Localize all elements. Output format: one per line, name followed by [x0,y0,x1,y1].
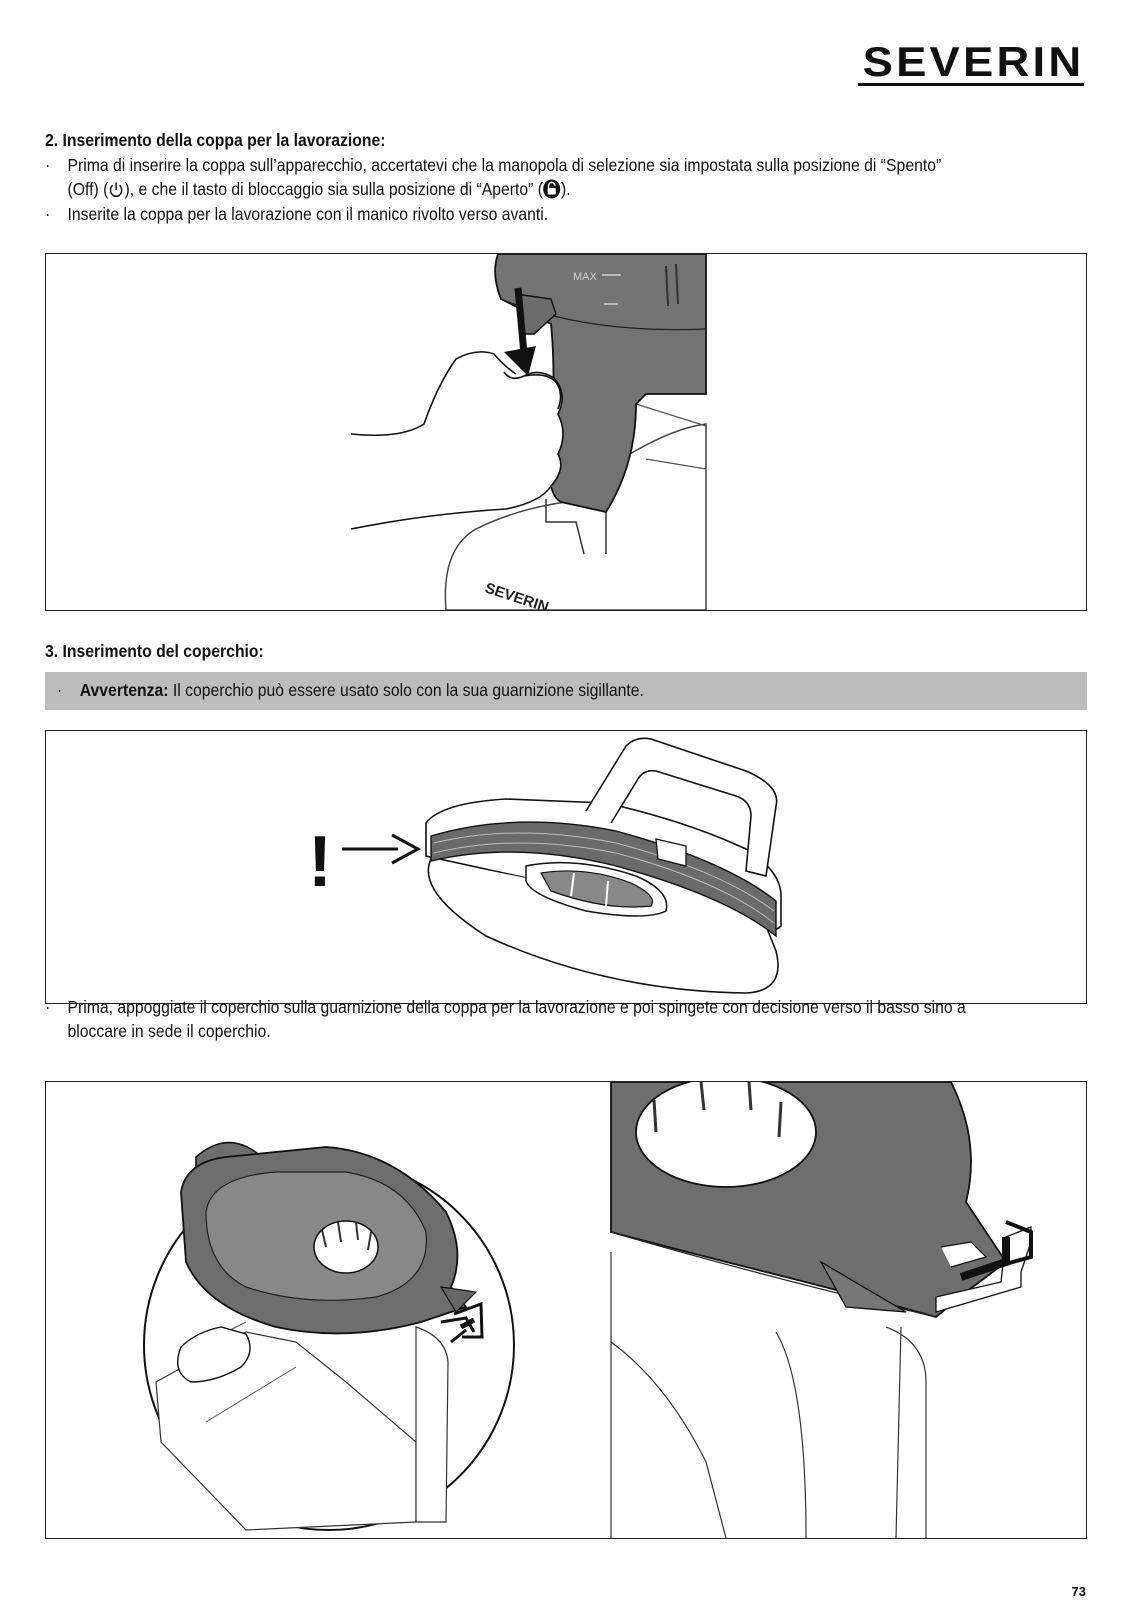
arrow-right-icon [391,833,422,865]
section-2-bullet-2: · Inserite la coppa per la lavorazione c… [45,202,1053,226]
bullet-dot: · [45,204,51,224]
figure-lid-seal: ! [45,730,1087,1004]
bullet-1-line-1: Prima di inserire la coppa sull’apparecc… [67,155,942,175]
warning-text: Il coperchio può essere usato solo con l… [168,680,644,700]
bullet-dot: · [45,155,51,175]
unlock-icon [543,179,561,205]
warning-box: · Avvertenza: Il coperchio può essere us… [45,672,1087,710]
section-3-bullet-1: · Prima, appoggiate il coperchio sulla g… [45,995,1053,1043]
logo-underline [858,83,1084,86]
bowl-illustration: SEVERIN MAX [350,254,707,610]
bullet-dot: · [57,680,63,700]
section-3-bullet-line-1: Prima, appoggiate il coperchio sulla gua… [67,997,966,1017]
warning-content: · Avvertenza: Il coperchio può essere us… [57,680,644,701]
max-mark-label: MAX [573,271,598,283]
warning-label: Avvertenza: [79,680,169,700]
lock-lid-illustration [143,1082,1033,1538]
bullet-dot: · [45,997,51,1017]
arrow-down-icon [504,346,536,376]
page-number: 73 [1071,1584,1086,1599]
section-2-bullet-1: · Prima di inserire la coppa sull’appare… [45,153,1053,205]
figure-insert-bowl: SEVERIN MAX [45,253,1087,611]
severin-logo: SEVERIN [862,38,1084,85]
lid-illustration: ! [308,737,782,994]
section-3-bullet-line-2: bloccare in sede il coperchio. [67,1021,271,1041]
exclamation-mark: ! [308,822,332,902]
bullet-2-text: Inserite la coppa per la lavorazione con… [67,204,549,224]
bullet-1-line-2b: ), e che il tasto di bloccaggio sia sull… [124,179,544,199]
bullet-1-line-2a: (Off) ( [67,179,109,199]
power-icon [108,181,124,205]
bullet-1-line-2c: ). [561,179,571,199]
section-3-title: 3. Inserimento del coperchio: [45,641,264,661]
figure-lock-lid [45,1081,1087,1539]
section-2-title: 2. Inserimento della coppa per la lavora… [45,130,386,150]
